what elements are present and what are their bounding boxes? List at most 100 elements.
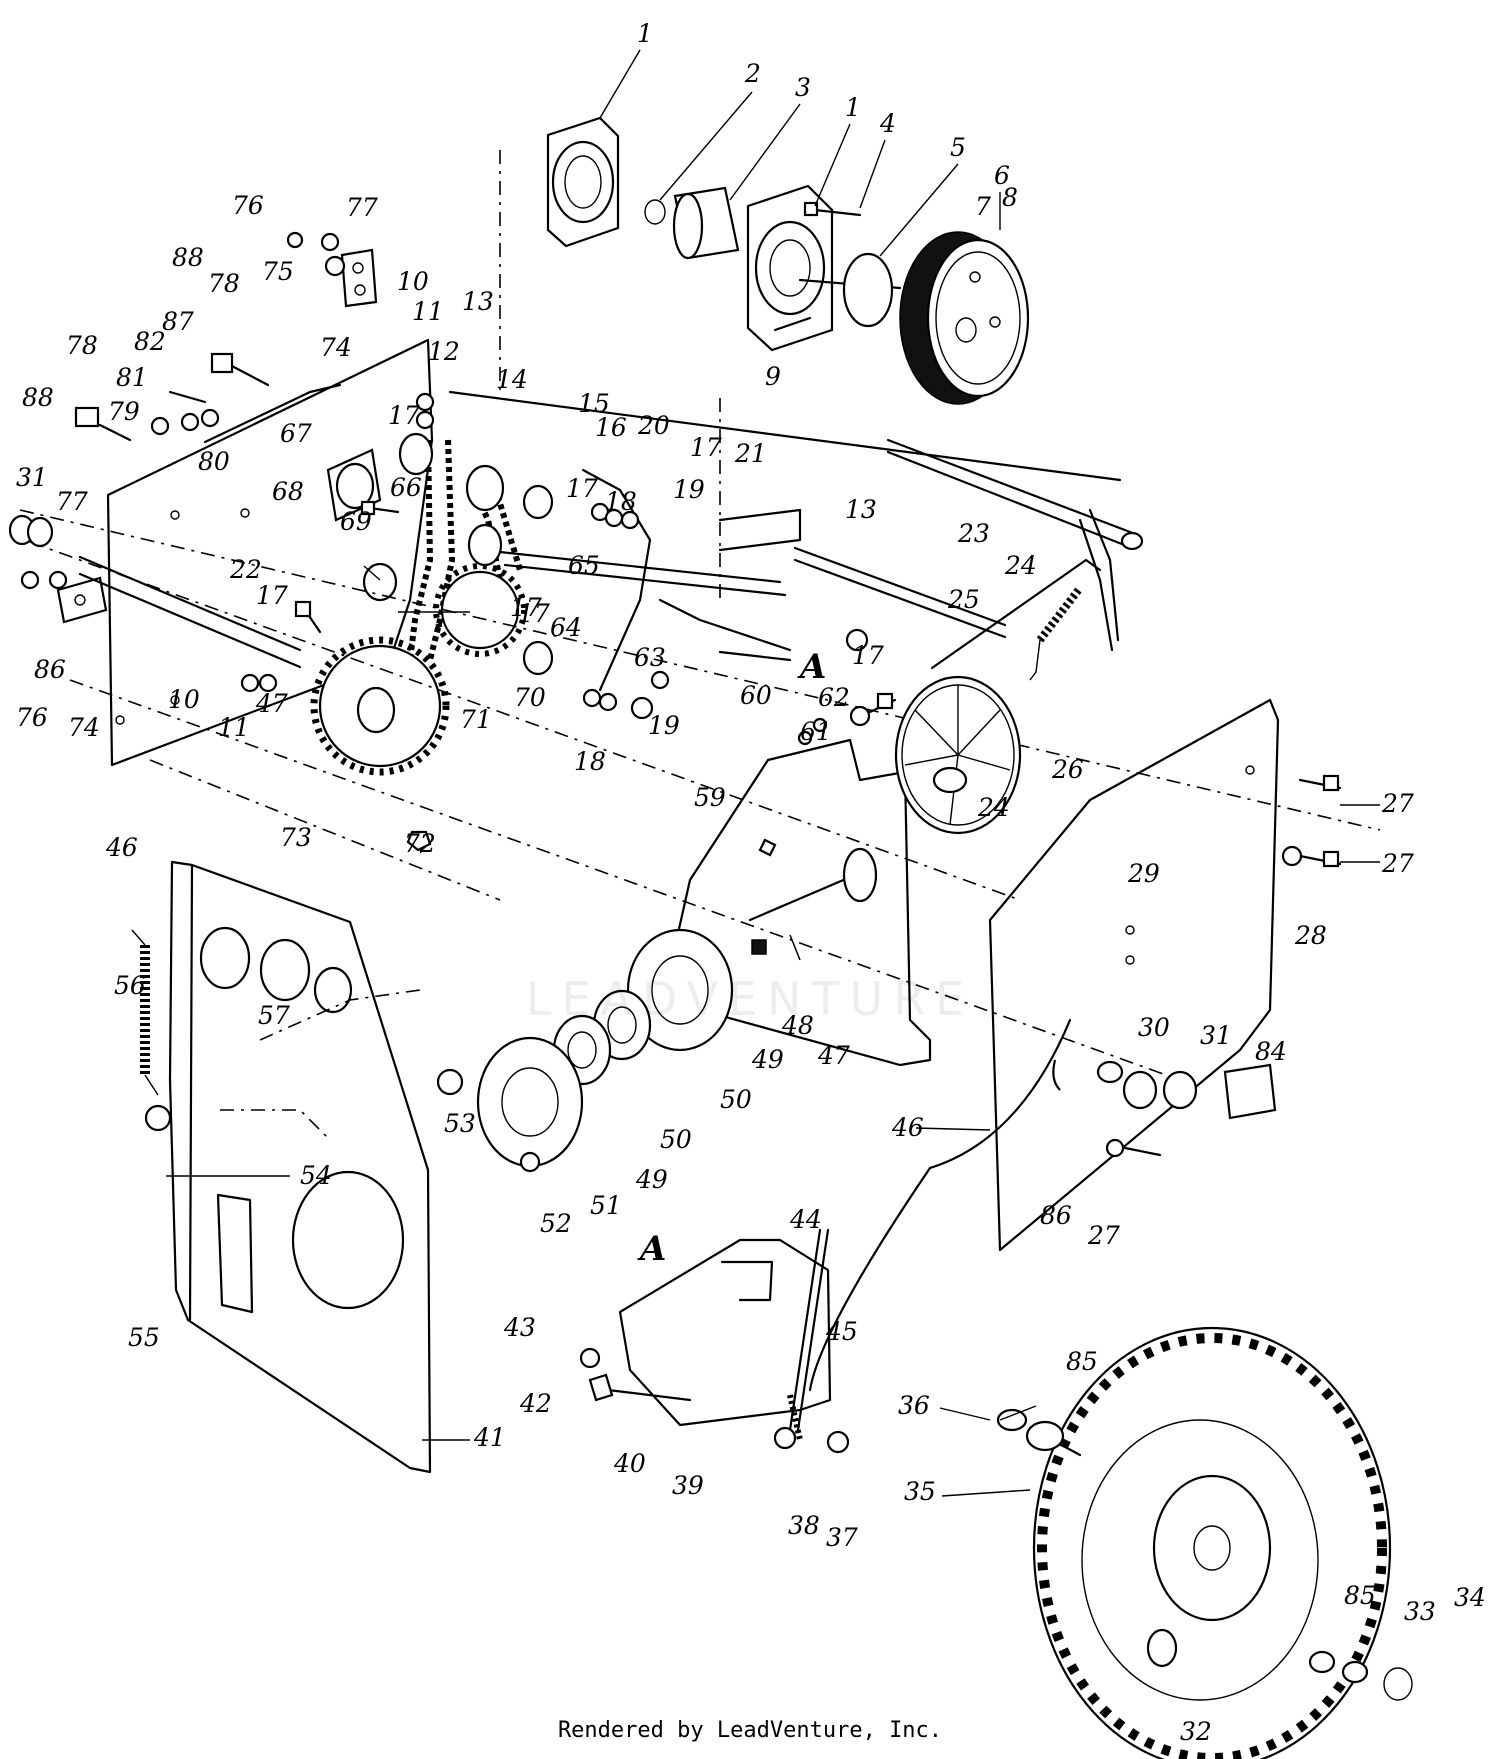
callout-74b: 74	[320, 333, 352, 362]
callout-53: 53	[444, 1109, 476, 1138]
callout-86b: 86	[1040, 1201, 1072, 1230]
callout-9: 9	[765, 362, 781, 391]
callout-31b: 31	[16, 463, 48, 492]
callout-86a: 86	[34, 655, 66, 684]
callout-52: 52	[540, 1209, 572, 1238]
callout-82: 82	[134, 327, 166, 356]
callout-54: 54	[300, 1161, 332, 1190]
callout-10b: 10	[168, 685, 200, 714]
callout-70: 70	[514, 683, 546, 712]
callout-50a: 50	[720, 1085, 752, 1114]
callouts: 1 2 3 1 4 5 6 7 8 9 10 11 12 13 14 15 16…	[16, 19, 1486, 1746]
callout-17a: 17	[388, 401, 420, 430]
callout-47a: 47	[255, 689, 288, 718]
callout-73: 73	[280, 823, 312, 852]
callout-79: 79	[108, 397, 140, 426]
callout-28: 28	[1294, 921, 1327, 950]
callout-18a: 18	[605, 487, 637, 516]
callout-65: 65	[568, 551, 600, 580]
callout-17g: 17	[852, 641, 884, 670]
callout-76a: 76	[16, 703, 48, 732]
callout-24b: 24	[977, 793, 1010, 822]
callout-84: 84	[1255, 1037, 1287, 1066]
callout-66: 66	[390, 473, 422, 502]
callout-64: 64	[550, 613, 582, 642]
pulley-assembly	[546, 116, 1030, 405]
watermark: LEADVENTURE	[525, 972, 975, 1026]
callout-68: 68	[272, 477, 304, 506]
callout-20: 20	[637, 411, 670, 440]
callout-81: 81	[116, 363, 148, 392]
callout-43: 43	[503, 1313, 536, 1342]
section-marker-a-lower: A	[637, 1229, 666, 1269]
callout-2: 2	[744, 59, 761, 88]
callout-31a: 31	[1200, 1021, 1232, 1050]
callout-30: 30	[1138, 1013, 1170, 1042]
wheel	[996, 1060, 1413, 1759]
section-marker-a-upper: A	[797, 647, 826, 687]
callout-60: 60	[740, 681, 772, 710]
callout-55: 55	[128, 1323, 160, 1352]
chain-drive	[310, 432, 554, 854]
callout-44: 44	[789, 1205, 822, 1234]
callout-23: 23	[957, 519, 990, 548]
callout-27c: 27	[1087, 1221, 1120, 1250]
callout-39: 39	[672, 1471, 704, 1500]
callout-85b: 85	[1344, 1581, 1376, 1610]
callout-29: 29	[1127, 859, 1160, 888]
callout-18b: 18	[574, 747, 606, 776]
callout-27b: 27	[1381, 849, 1414, 878]
callout-8: 8	[1002, 183, 1018, 212]
callout-45: 45	[825, 1317, 858, 1346]
callout-33: 33	[1404, 1597, 1436, 1626]
shafts	[19, 150, 1381, 1081]
callout-49b: 49	[635, 1165, 668, 1194]
callout-56: 56	[114, 971, 146, 1000]
callout-16: 16	[595, 413, 627, 442]
callout-24a: 24	[1004, 551, 1037, 580]
right-frame-plate	[988, 698, 1280, 1252]
callout-76b: 76	[232, 191, 264, 220]
callout-77b: 77	[346, 193, 378, 222]
callout-13b: 13	[845, 495, 877, 524]
callout-15: 15	[578, 389, 610, 418]
callout-88b: 88	[22, 383, 54, 412]
callout-6: 6	[994, 161, 1010, 190]
callout-17f: 17	[510, 593, 542, 622]
callout-38: 38	[788, 1511, 820, 1540]
callout-19b: 19	[648, 711, 680, 740]
clutch-bracket	[579, 1018, 1072, 1454]
callout-22: 22	[229, 555, 262, 584]
callout-7: 7	[975, 192, 991, 221]
footer-credit: Rendered by LeadVenture, Inc.	[557, 1718, 943, 1743]
callout-78a: 78	[208, 269, 240, 298]
callout-10: 10	[397, 267, 429, 296]
callout-36: 36	[898, 1391, 930, 1420]
gearbox-plate	[670, 675, 1022, 1067]
callout-14: 14	[496, 365, 528, 394]
callout-32: 32	[1180, 1717, 1212, 1746]
callout-61: 61	[800, 717, 832, 746]
callout-3: 3	[795, 73, 811, 102]
front-panel	[131, 860, 432, 1474]
leader-lines	[166, 49, 1380, 1497]
callout-4: 4	[879, 109, 896, 138]
callout-62: 62	[818, 683, 850, 712]
callout-59: 59	[694, 783, 726, 812]
callout-11b: 11	[218, 713, 250, 742]
callout-63: 63	[634, 643, 666, 672]
callout-37: 37	[826, 1523, 858, 1552]
callout-27a: 27	[1381, 789, 1414, 818]
callout-17c: 17	[690, 433, 722, 462]
callout-35: 35	[904, 1477, 936, 1506]
callout-41: 41	[473, 1423, 506, 1452]
callout-77a: 77	[56, 487, 88, 516]
callout-26: 26	[1051, 755, 1084, 784]
callout-13: 13	[462, 287, 494, 316]
callout-17d: 17	[256, 581, 288, 610]
callout-75: 75	[262, 257, 294, 286]
shift-rod	[793, 438, 1144, 681]
callout-48: 48	[781, 1011, 814, 1040]
callout-19a: 19	[673, 475, 705, 504]
